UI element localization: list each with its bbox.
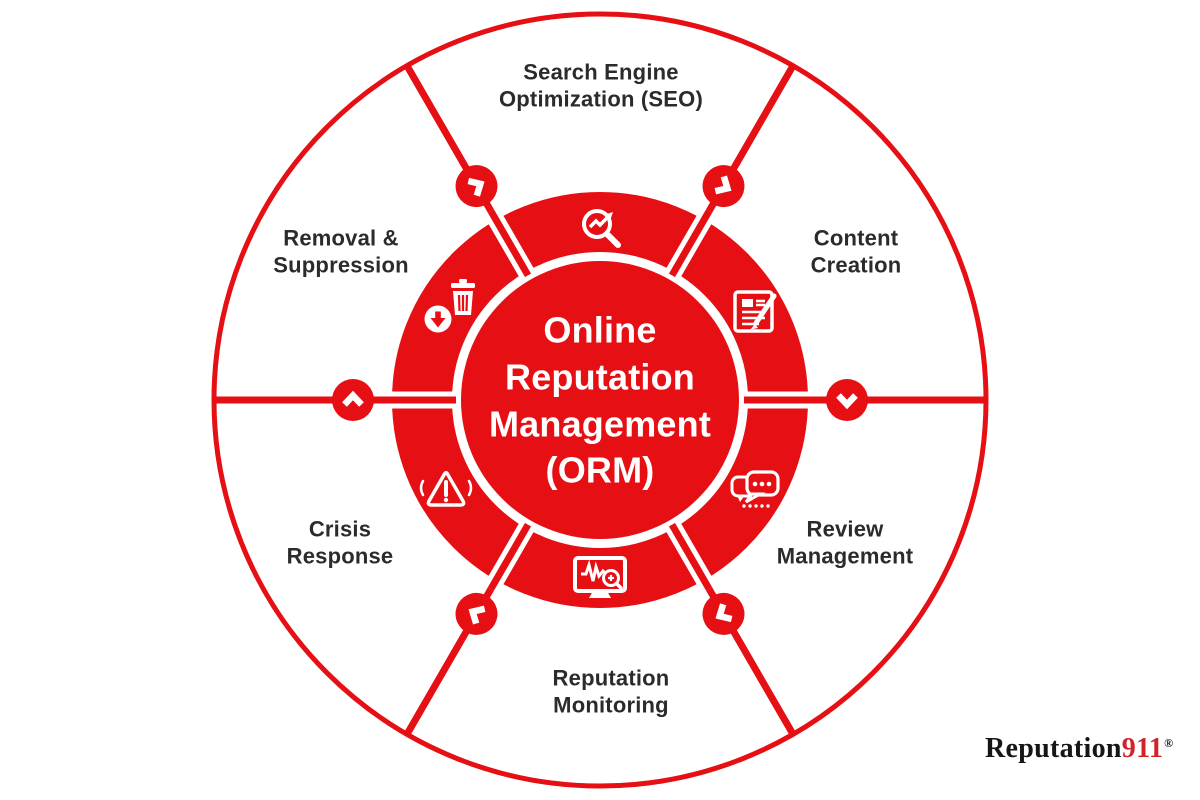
reputation911-logo: Reputation911®	[985, 733, 1173, 765]
segment-label-reputation-monitoring: Reputation Monitoring	[553, 665, 670, 720]
center-title-line: Online	[543, 309, 657, 351]
segment-label-review-management: Review Management	[777, 516, 913, 571]
segment-label-crisis-response: Crisis Response	[287, 516, 394, 571]
chevron-icon	[332, 379, 374, 421]
segment-label-line: Review	[806, 516, 884, 542]
center-title-line: Reputation	[505, 356, 695, 398]
segment-label-line: Management	[776, 544, 914, 569]
logo-suffix-text: 911	[1121, 733, 1164, 764]
segment-label-seo: Search Engine Optimization (SEO)	[499, 59, 703, 114]
segment-label-line: Suppression	[273, 253, 409, 278]
segment-label-line: Search Engine	[523, 59, 679, 85]
flow-connectors	[332, 165, 868, 635]
center-circle	[461, 261, 739, 539]
chevron-icon	[702, 592, 745, 635]
logo-brand-text: Reputation	[985, 733, 1122, 764]
trash-download-icon	[424, 279, 475, 333]
segment-label-line: Monitoring	[553, 693, 669, 718]
segment-label-removal-suppression: Removal & Suppression	[273, 225, 408, 280]
segment-label-line: Removal &	[283, 225, 399, 251]
segment-label-line: Response	[286, 544, 394, 569]
wheel-center-title: Online Reputation Management (ORM)	[450, 307, 750, 494]
segment-label-line: Crisis	[308, 516, 372, 542]
warning-triangle-icon	[419, 471, 473, 507]
chevron-icon	[455, 592, 498, 635]
segment-label-line: Creation	[810, 253, 902, 278]
segment-label-content-creation: Content Creation	[811, 225, 902, 280]
chat-bubbles-icon	[730, 470, 780, 508]
document-pencil-icon	[733, 290, 777, 333]
segment-label-line: Content	[813, 225, 899, 251]
segment-label-line: Optimization (SEO)	[498, 87, 704, 112]
center-title-line: (ORM)	[545, 449, 655, 491]
magnifier-trend-icon	[582, 209, 621, 248]
registered-mark: ®	[1164, 735, 1174, 750]
monitor-magnifier-icon	[573, 556, 627, 598]
center-title-line: Management	[488, 403, 712, 444]
chevron-icon	[826, 379, 868, 421]
segment-label-line: Reputation	[552, 665, 670, 691]
chevron-icon	[702, 165, 745, 208]
chevron-icon	[455, 165, 498, 208]
divider-spokes	[382, 209, 818, 591]
